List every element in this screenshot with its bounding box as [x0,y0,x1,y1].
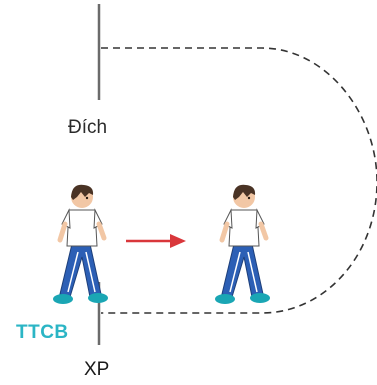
boy-running-figure [215,185,270,304]
direction-arrow [126,234,186,248]
running-path [101,47,377,314]
ready-position-label: TTCB [16,322,69,343]
finish-label: Đích [68,117,108,138]
boy-ready-figure [53,185,108,304]
start-label: XP [84,359,110,380]
